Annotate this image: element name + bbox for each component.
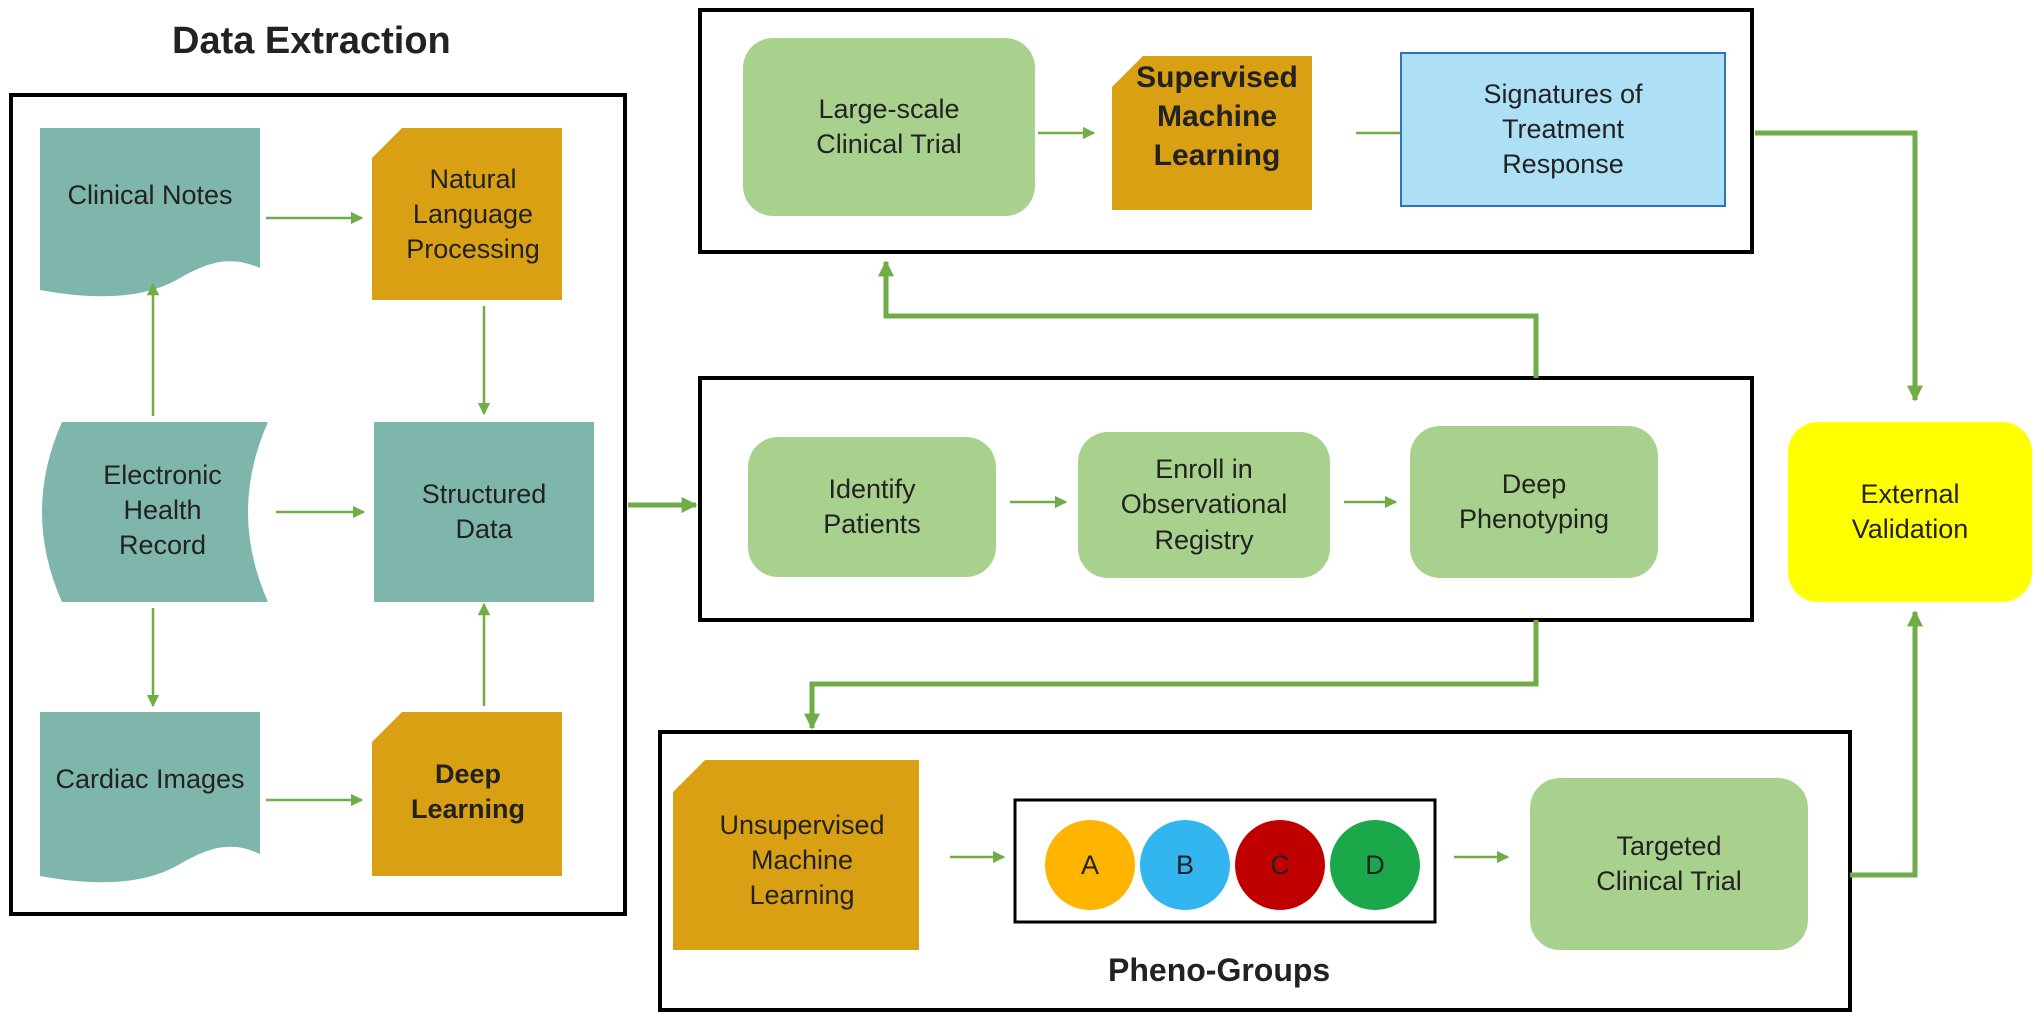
pheno-groups-title: Pheno-Groups [1108,952,1331,988]
large-scale-trial-label: Large-scale Clinical Trial [816,93,962,159]
deep-phenotyping-label: Deep Phenotyping [1458,468,1610,534]
arrow-targeted-to-validation [1850,610,1924,878]
large-scale-trial-node: Large-scale Clinical Trial [743,38,1035,216]
ehr-label: Electronic Health Record [103,460,222,561]
cardiac-images-shape [40,712,260,883]
arrow-registry-to-pheno [803,620,1539,730]
cardiac-images-label: Cardiac Images [55,764,245,794]
deep-learning-label: Deep Learning [410,759,525,825]
structured-data-label: Structured Data [421,478,547,544]
identify-patients-label: Identify Patients [823,473,921,539]
deep-phenotyping-node: Deep Phenotyping [1410,426,1658,578]
targeted-trial-label: Targeted Clinical Trial [1596,830,1742,896]
targeted-trial-node: Targeted Clinical Trial [1530,778,1808,950]
identify-patients-node: Identify Patients [748,437,996,577]
signatures-label: Signatures of Treatment Response [1483,78,1643,180]
ehr-shape [42,422,268,602]
data-extraction-title: Data Extraction [172,20,451,62]
clinical-notes-label: Clinical Notes [67,180,233,210]
pheno-group-a: A [1045,820,1135,910]
nlp-shape [372,128,562,300]
enroll-registry-node: Enroll in Observational Registry [1078,432,1330,578]
clinical-trial-frame [698,8,1754,254]
deep-learning-shape [372,712,562,876]
signatures-node: Signatures of Treatment Response [1400,52,1726,207]
pheno-group-b: B [1140,820,1230,910]
pheno-group-c: C [1235,820,1325,910]
clinical-notes-shape [40,128,260,297]
pheno-groups-frame [1013,798,1437,924]
data-extraction-frame [9,93,627,916]
arrow-registry-to-clinical-trial [877,260,1539,378]
supervised-ml-label: Supervised Machine Learning [1136,61,1298,172]
enroll-registry-label: Enroll in Observational Registry [1120,454,1288,555]
structured-data-node: Structured Data [374,422,594,602]
pheno-group-d: D [1330,820,1420,910]
supervised-ml-shape [1112,56,1312,210]
arrow-signatures-to-validation [1755,130,1924,402]
external-validation-node: External Validation [1788,422,2032,602]
pheno-frame [658,730,1852,1012]
nlp-label: Natural Language Processing [406,164,540,265]
external-validation-label: External Validation [1851,478,1969,544]
unsupervised-ml-shape [673,760,919,950]
unsupervised-ml-label: Unsupervised Machine Learning [719,810,885,911]
registry-frame [698,376,1754,622]
